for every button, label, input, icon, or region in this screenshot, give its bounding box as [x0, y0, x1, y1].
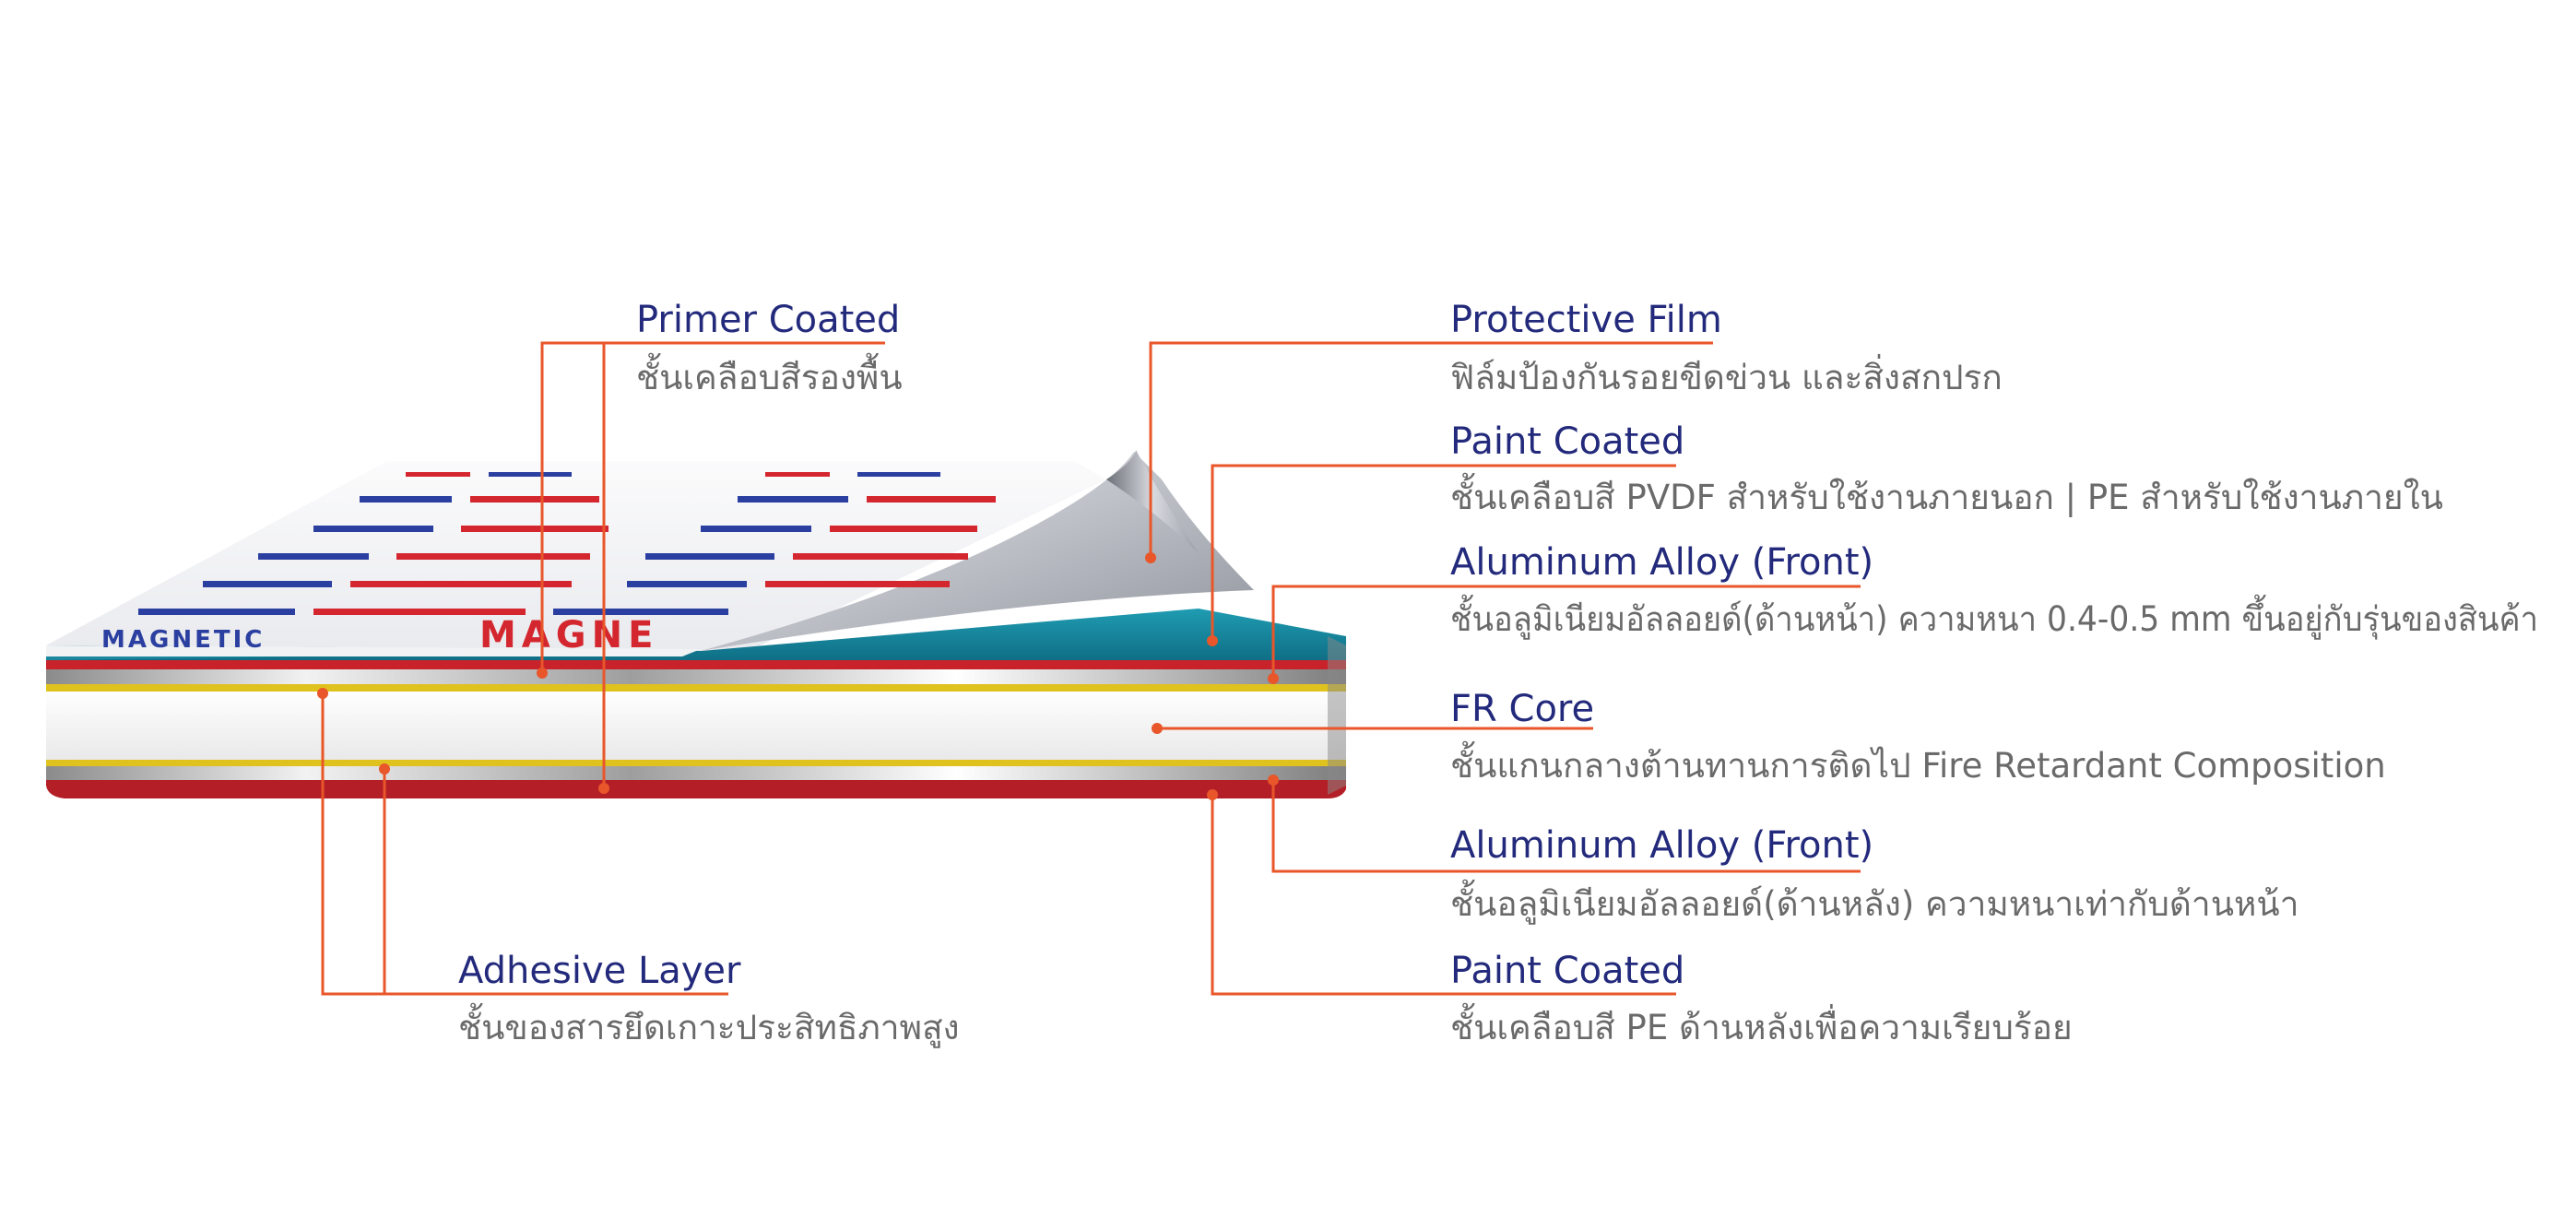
front-adhesive-layer — [46, 682, 1346, 692]
panel-illustration: MAGNE MAGNETIC — [46, 450, 1346, 798]
film-brand-text-small: MAGNETIC — [101, 626, 265, 654]
label-primer-title: Primer Coated — [636, 299, 900, 341]
leader-paint-front — [1211, 464, 1676, 641]
film-brand-text: MAGNE — [479, 614, 658, 656]
label-alu-back: Aluminum Alloy (Front) ชั้นอลูมิเนียมอัล… — [1450, 824, 2298, 925]
label-adhesive: Adhesive Layer ชั้นของสารยึดเกาะประสิทธิ… — [458, 950, 960, 1048]
label-alu-front-title: Aluminum Alloy (Front) — [1450, 541, 1873, 584]
label-adhesive-desc: ชั้นของสารยึดเกาะประสิทธิภาพสูง — [458, 1002, 960, 1048]
label-primer-desc: ชั้นเคลือบสีรองพื้น — [636, 352, 903, 397]
leader-dot-protective — [1145, 552, 1156, 563]
label-paint-back-title: Paint Coated — [1450, 950, 1684, 992]
label-fr-core-desc: ชั้นแกนกลางต้านทานการติดไป Fire Retardan… — [1450, 740, 2386, 786]
leader-dot-primer — [537, 668, 548, 679]
leader-dot-alu-back — [1268, 775, 1279, 786]
leader-dot-alu-front — [1268, 673, 1279, 684]
label-alu-back-title: Aluminum Alloy (Front) — [1450, 824, 1873, 867]
leader-dot-paint-back — [1207, 789, 1218, 800]
peeled-film — [701, 452, 1254, 651]
label-paint-front-title: Paint Coated — [1450, 420, 1684, 463]
label-alu-back-desc: ชั้นอลูมิเนียมอัลลอยด์(ด้านหลัง) ความหนา… — [1450, 879, 2298, 925]
label-primer: Primer Coated ชั้นเคลือบสีรองพื้น — [636, 299, 903, 397]
label-paint-front: Paint Coated ชั้นเคลือบสี PVDF สำหรับใช้… — [1450, 420, 2443, 517]
leader-dot-adhesive — [317, 688, 328, 699]
leader-protective — [1149, 341, 1713, 558]
label-alu-front: Aluminum Alloy (Front) ชั้นอลูมิเนียมอัล… — [1450, 541, 2538, 640]
core-layer — [46, 690, 1346, 760]
leader-dot-primer-2 — [598, 783, 609, 794]
label-paint-back-desc: ชั้นเคลือบสี PE ด้านหลังเพื่อความเรียบร้… — [1450, 1002, 2073, 1047]
leader-primer — [540, 341, 885, 673]
front-aluminum-layer — [46, 668, 1346, 684]
label-fr-core: FR Core ชั้นแกนกลางต้านทานการติดไป Fire … — [1450, 688, 2386, 786]
label-alu-front-desc: ชั้นอลูมิเนียมอัลลอยด์(ด้านหน้า) ความหนา… — [1450, 594, 2538, 640]
leader-dot-fr-core — [1152, 723, 1163, 734]
label-paint-back: Paint Coated ชั้นเคลือบสี PE ด้านหลังเพื… — [1450, 950, 2073, 1047]
film-print-pattern: MAGNE MAGNETIC — [101, 472, 996, 656]
peeled-film-curl — [1106, 450, 1199, 553]
label-protective-desc: ฟิล์มป้องกันรอยขีดข่วน และสิ่งสกปรก — [1450, 353, 2003, 397]
label-fr-core-title: FR Core — [1450, 688, 1594, 730]
leader-adhesive — [321, 693, 728, 996]
leader-alu-back — [1271, 780, 1861, 873]
label-protective-title: Protective Film — [1450, 299, 1722, 341]
leader-lines — [317, 341, 1861, 996]
panel-right-edge — [1328, 636, 1346, 795]
back-paint-layer — [46, 776, 1346, 798]
leader-alu-front — [1271, 585, 1861, 679]
teal-paint-edge — [46, 609, 1346, 660]
back-aluminum-layer — [46, 763, 1346, 780]
primer-layer — [46, 658, 1346, 669]
label-paint-front-desc: ชั้นเคลือบสี PVDF สำหรับใช้งานภายนอก | P… — [1450, 472, 2443, 517]
label-adhesive-title: Adhesive Layer — [458, 950, 741, 992]
film-front-edge — [46, 645, 701, 656]
label-protective: Protective Film ฟิล์มป้องกันรอยขีดข่วน แ… — [1450, 299, 2003, 397]
back-adhesive-layer — [46, 758, 1346, 766]
leader-dot-paint-front — [1207, 635, 1218, 646]
leader-dot-adhesive-2 — [379, 763, 390, 775]
leader-paint-back — [1211, 795, 1676, 996]
